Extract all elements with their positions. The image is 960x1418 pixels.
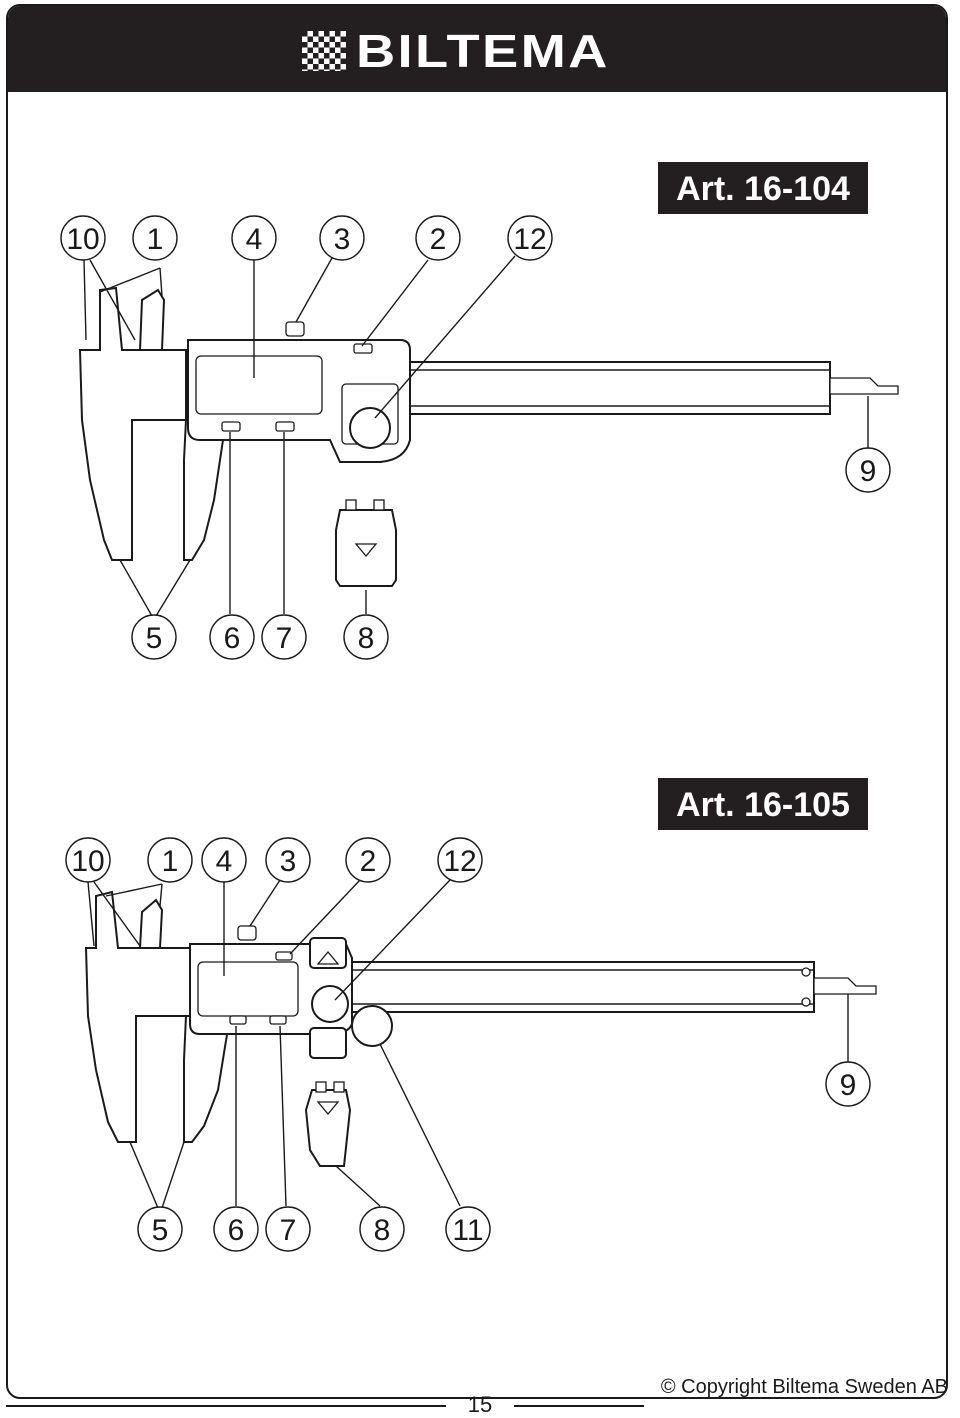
callout-2-8: 8 xyxy=(359,1206,405,1252)
callout-2-9: 9 xyxy=(825,1061,871,1107)
page-frame: BILTEMA xyxy=(6,4,948,1399)
callout-2-5: 5 xyxy=(137,1206,183,1252)
svg-text:10: 10 xyxy=(66,223,99,256)
callout-1-8: 8 xyxy=(343,614,389,660)
svg-text:11: 11 xyxy=(452,1214,483,1247)
callout-1-12: 12 xyxy=(507,215,553,261)
header-bar: BILTEMA xyxy=(8,6,946,92)
copyright-notice: © Copyright Biltema Sweden AB xyxy=(660,1376,948,1398)
callout-2-4: 4 xyxy=(201,837,247,883)
callout-2-7: 7 xyxy=(265,1206,311,1252)
footer-rule-left xyxy=(6,1405,446,1407)
callout-1-3: 3 xyxy=(319,215,365,261)
svg-text:9: 9 xyxy=(860,455,877,488)
article-label-16-104: Art. 16-104 xyxy=(658,162,868,214)
svg-text:7: 7 xyxy=(276,622,293,655)
callout-2-12: 12 xyxy=(437,837,483,883)
svg-text:3: 3 xyxy=(334,223,351,256)
svg-text:7: 7 xyxy=(280,1214,297,1247)
svg-text:6: 6 xyxy=(228,1214,245,1247)
callout-2-10: 10 xyxy=(65,837,111,883)
callout-1-1: 1 xyxy=(132,215,178,261)
callout-2-1: 1 xyxy=(147,837,193,883)
svg-text:4: 4 xyxy=(246,223,263,256)
callout-2-6: 6 xyxy=(213,1206,259,1252)
svg-text:5: 5 xyxy=(152,1214,169,1247)
callout-1-9: 9 xyxy=(845,447,891,493)
svg-text:8: 8 xyxy=(374,1214,391,1247)
checkered-flag-icon xyxy=(302,31,346,71)
svg-text:1: 1 xyxy=(162,845,179,878)
svg-text:10: 10 xyxy=(71,845,104,878)
svg-text:9: 9 xyxy=(840,1069,857,1102)
svg-text:12: 12 xyxy=(443,845,476,878)
callout-1-5: 5 xyxy=(131,614,177,660)
svg-text:6: 6 xyxy=(224,622,241,655)
callout-1-6: 6 xyxy=(209,614,255,660)
callout-1-4: 4 xyxy=(231,215,277,261)
caliper-16-104-drawing xyxy=(78,255,899,617)
svg-text:12: 12 xyxy=(513,223,546,256)
brand-logo: BILTEMA xyxy=(302,28,607,74)
callout-2-2: 2 xyxy=(345,837,391,883)
brand-name: BILTEMA xyxy=(356,25,610,77)
svg-text:1: 1 xyxy=(147,223,164,256)
callout-1-10: 10 xyxy=(60,215,106,261)
article-label-16-105: Art. 16-105 xyxy=(658,778,868,830)
callouts-16-105: 10 1 4 3 2 12 9 5 6 7 8 11 xyxy=(65,837,871,1252)
callout-2-3: 3 xyxy=(265,837,311,883)
callouts-16-104: 10 1 4 3 2 12 9 5 6 7 8 xyxy=(60,215,891,660)
page-number: 15 xyxy=(467,1392,493,1417)
callout-1-2: 2 xyxy=(415,215,461,261)
svg-text:8: 8 xyxy=(358,622,375,655)
svg-text:2: 2 xyxy=(360,845,377,878)
caliper-16-105-drawing xyxy=(84,879,877,1209)
callout-2-11: 11 xyxy=(445,1206,491,1252)
svg-text:2: 2 xyxy=(430,223,447,256)
svg-text:4: 4 xyxy=(216,845,233,878)
svg-text:3: 3 xyxy=(280,845,297,878)
footer-rule-right xyxy=(514,1405,644,1407)
svg-text:5: 5 xyxy=(146,622,163,655)
callout-1-7: 7 xyxy=(261,614,307,660)
